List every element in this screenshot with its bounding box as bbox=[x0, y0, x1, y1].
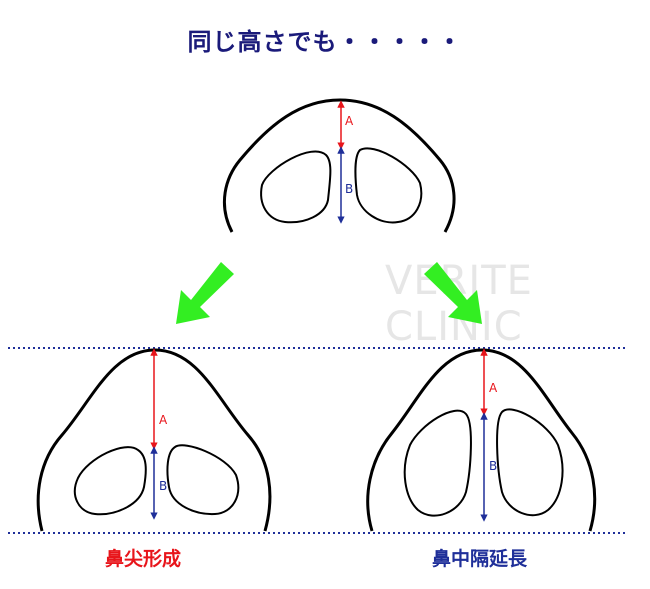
arrow-down-left-icon bbox=[176, 262, 234, 324]
right-nostril bbox=[496, 408, 564, 517]
right-nostril bbox=[354, 147, 423, 224]
caption-septal-extension: 鼻中隔延長 bbox=[432, 548, 528, 570]
a-label: A bbox=[489, 381, 498, 395]
nose-outline bbox=[222, 98, 456, 233]
b-label: B bbox=[159, 479, 167, 493]
septal-extension-nose: A B bbox=[366, 348, 597, 532]
caption-tip-plasty: 鼻尖形成 bbox=[105, 548, 182, 570]
page-title: 同じ高さでも・・・・・ bbox=[187, 28, 463, 56]
watermark: VERITE CLINIC bbox=[385, 258, 533, 350]
b-label: B bbox=[489, 459, 497, 473]
b-label: B bbox=[345, 182, 353, 196]
left-nostril bbox=[73, 446, 147, 516]
tip-plasty-nose: A B bbox=[36, 348, 272, 532]
nose-outline bbox=[366, 348, 597, 532]
a-label: A bbox=[345, 114, 354, 128]
original-nose: A B bbox=[222, 98, 456, 233]
a-label: A bbox=[159, 413, 168, 427]
arrow-down-right-icon bbox=[424, 262, 482, 324]
left-nostril bbox=[260, 150, 332, 224]
right-nostril bbox=[166, 444, 240, 516]
left-nostril bbox=[403, 409, 472, 517]
